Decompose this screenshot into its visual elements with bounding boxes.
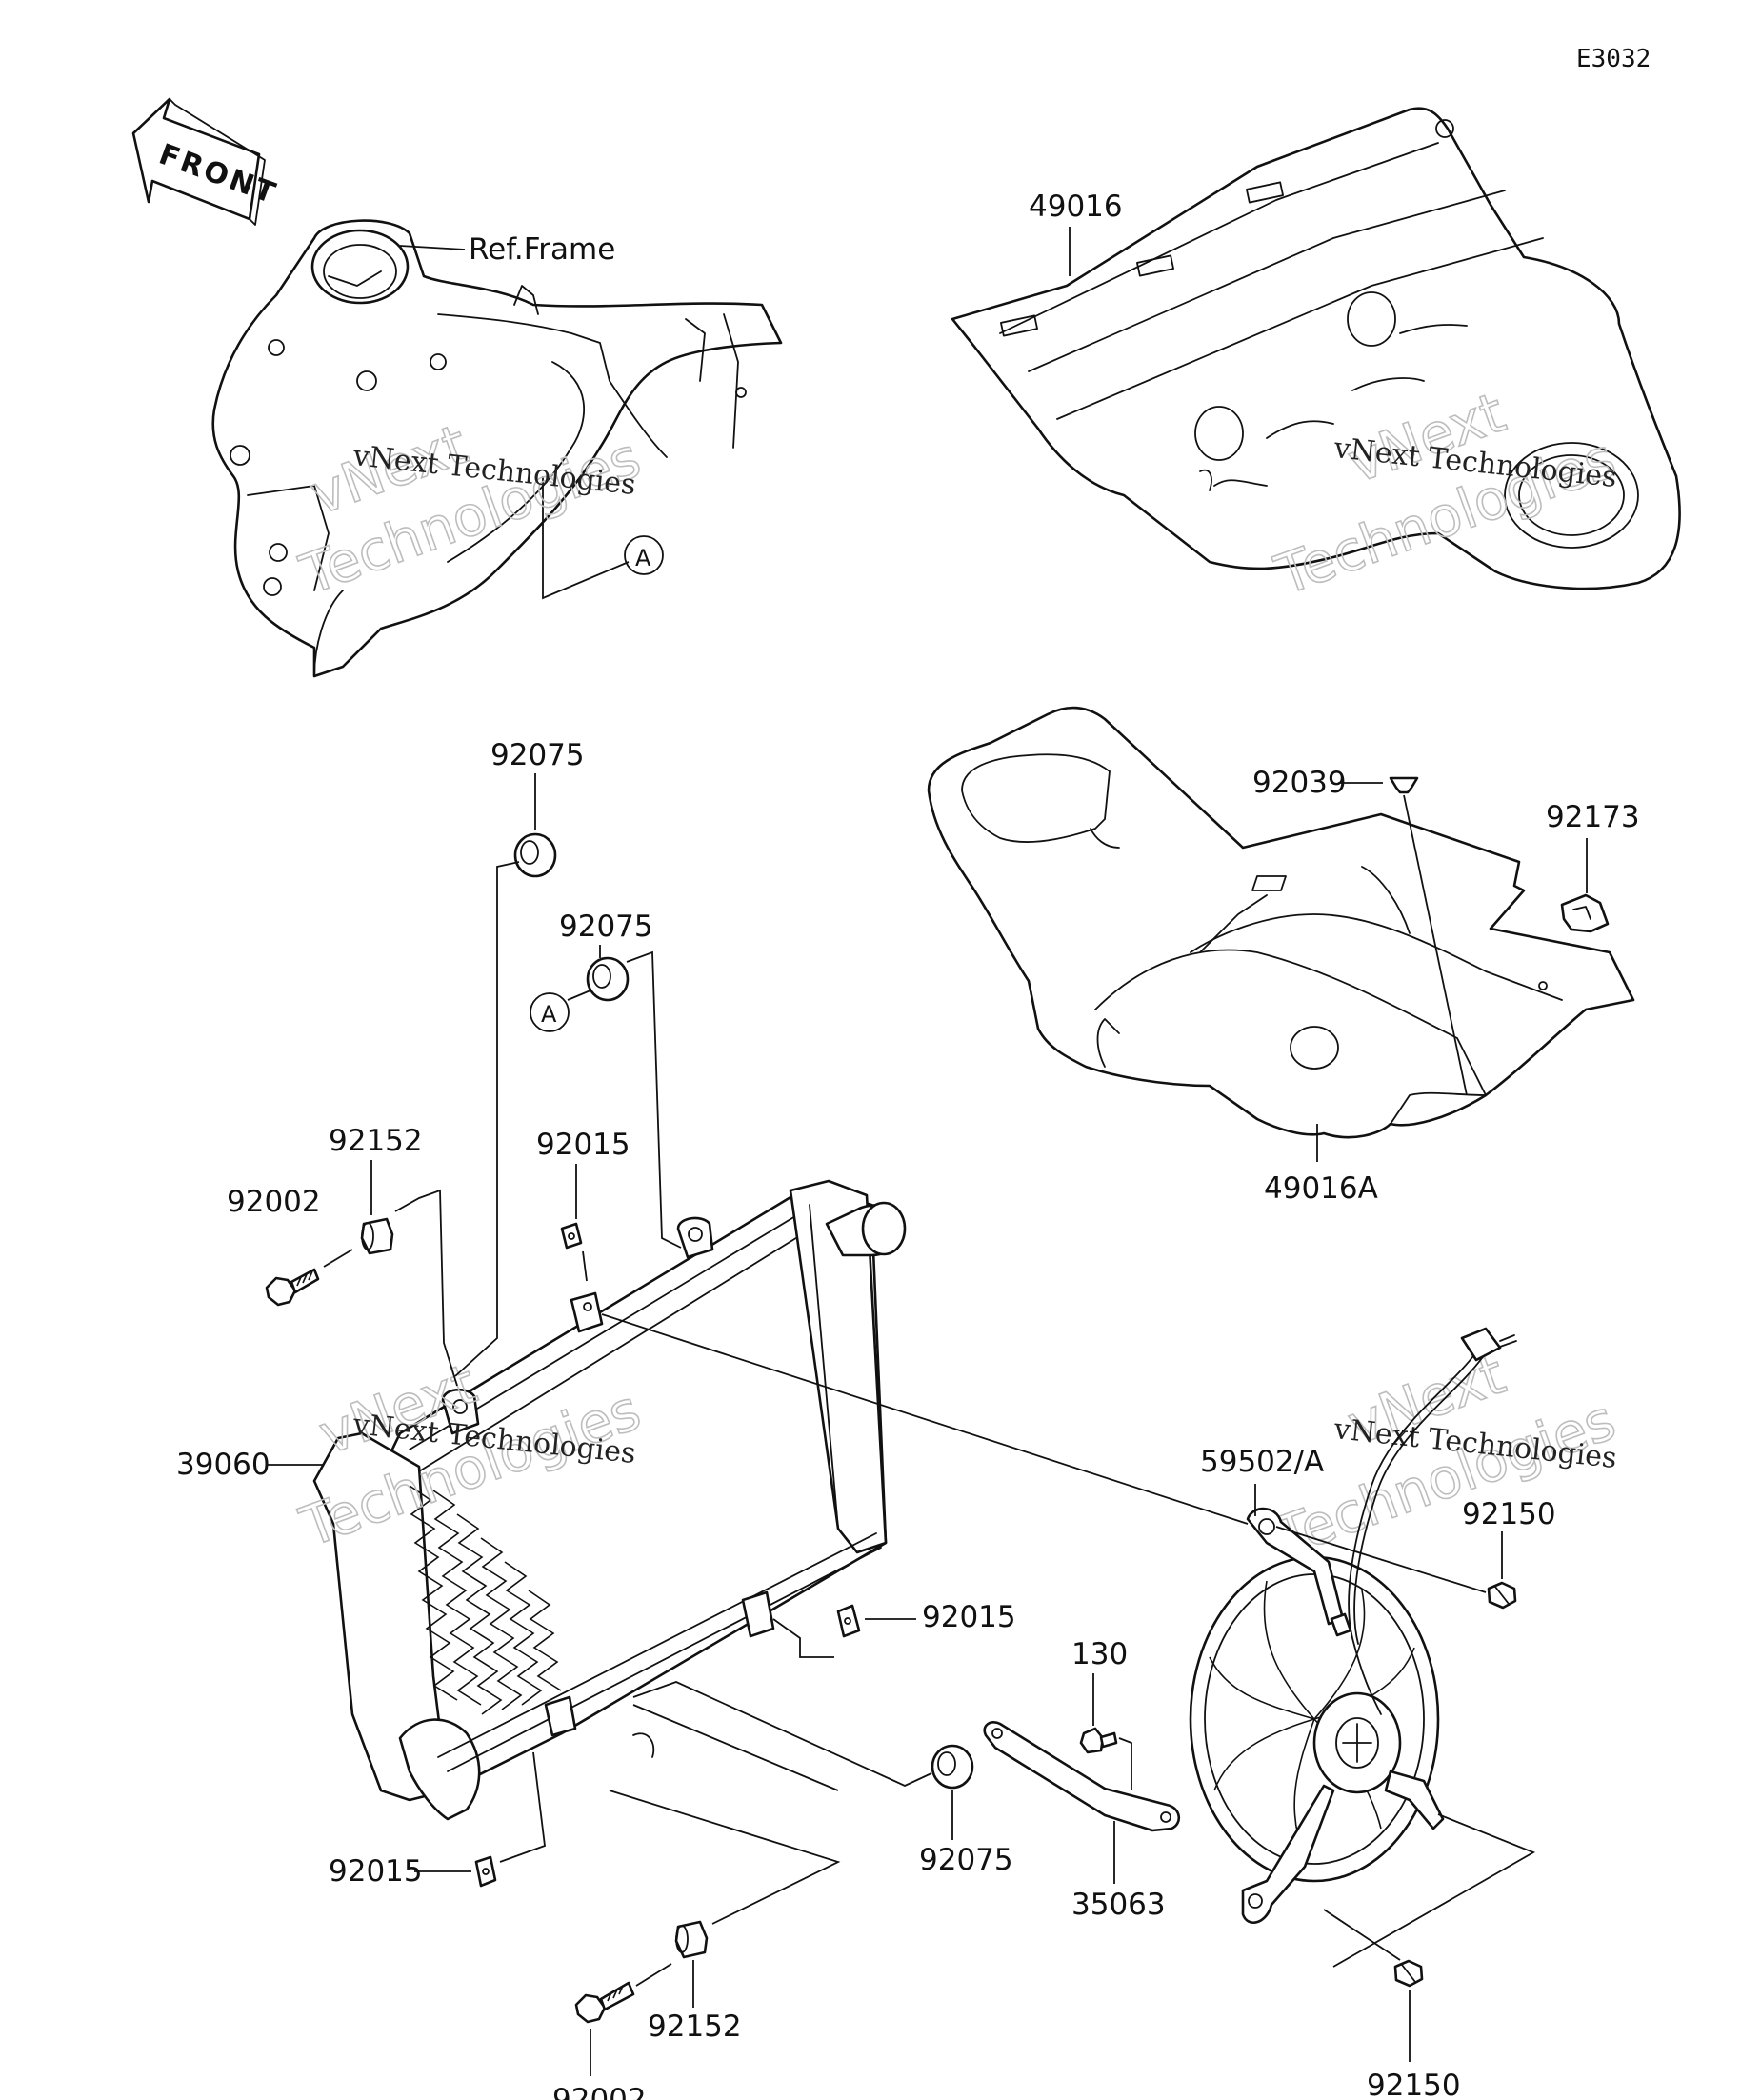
part-92015-mid[interactable]: 92015 <box>922 1600 1016 1634</box>
part-92002-top[interactable]: 92002 <box>227 1185 321 1219</box>
clip-92173 <box>1560 893 1610 933</box>
stay-35063 <box>983 1721 1180 1832</box>
part-49016[interactable]: 49016 <box>1029 190 1123 224</box>
callout-a-top <box>624 535 664 575</box>
clip-nut-92015-bot <box>474 1855 497 1888</box>
callout-a-mid-label: A <box>541 1001 557 1028</box>
callout-a-top-label: A <box>635 545 651 571</box>
part-92075-bot[interactable]: 92075 <box>919 1843 1013 1877</box>
grommet-92075-top <box>513 832 557 878</box>
bolt-92002-top <box>265 1268 320 1307</box>
front-arrow-icon: FRONT <box>131 97 282 226</box>
part-130[interactable]: 130 <box>1071 1637 1128 1671</box>
grommet-92039 <box>1389 776 1419 794</box>
grommet-92075-mid <box>586 956 630 1002</box>
part-59502a[interactable]: 59502/A <box>1200 1445 1324 1479</box>
clip-nut-92015-top <box>560 1222 583 1250</box>
bolt-92002-bot <box>574 1981 635 2024</box>
fan-59502a <box>1189 1327 1517 1924</box>
clip-nut-92015-mid <box>836 1604 861 1638</box>
nut-92150-bot <box>1393 1959 1424 1988</box>
part-92015-bot[interactable]: 92015 <box>329 1854 423 1889</box>
part-39060[interactable]: 39060 <box>176 1448 270 1482</box>
part-92075-mid[interactable]: 92075 <box>559 910 653 944</box>
collar-92152-bot <box>674 1920 709 1959</box>
heat-guard-49016 <box>951 107 1681 590</box>
frame-ref <box>211 219 783 678</box>
diagram-code: E3032 <box>1576 45 1651 73</box>
part-92152-bot[interactable]: 92152 <box>648 2010 742 2044</box>
part-92150-top[interactable]: 92150 <box>1462 1497 1556 1531</box>
callout-a-mid <box>530 992 570 1032</box>
part-49016a[interactable]: 49016A <box>1264 1171 1378 1206</box>
part-92015-top[interactable]: 92015 <box>536 1128 630 1162</box>
ref-frame-label: Ref.Frame <box>469 232 615 267</box>
part-92039[interactable]: 92039 <box>1252 766 1347 800</box>
part-92150-bot[interactable]: 92150 <box>1367 2069 1461 2100</box>
part-92152-top[interactable]: 92152 <box>329 1124 423 1158</box>
collar-92152-top <box>360 1217 394 1255</box>
part-35063[interactable]: 35063 <box>1071 1888 1166 1922</box>
grommet-92075-bot <box>931 1744 974 1790</box>
heat-guard-49016a <box>927 706 1635 1139</box>
bolt-130 <box>1079 1727 1118 1754</box>
radiator-39060 <box>312 1179 907 1821</box>
part-92002-bot[interactable]: 92002 <box>552 2083 647 2100</box>
part-92173[interactable]: 92173 <box>1546 800 1640 834</box>
nut-92150-top <box>1487 1581 1517 1610</box>
part-92075-top[interactable]: 92075 <box>490 738 585 772</box>
